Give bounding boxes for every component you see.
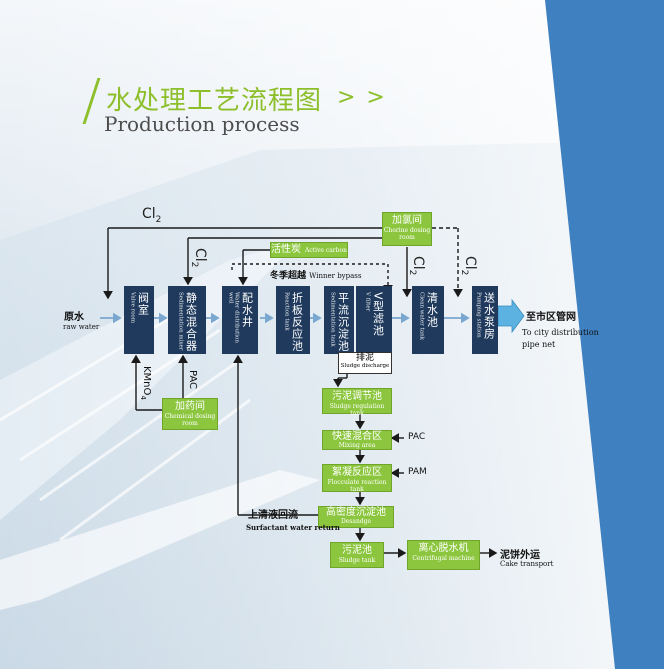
kmno4-label: KMnO4 — [139, 366, 152, 400]
cake-transport-en-label: Cake transport — [500, 560, 554, 568]
supernatant-return-label: 上清液回流 — [248, 510, 298, 521]
city-network-en-2: pipe net — [522, 340, 556, 349]
cl2-top-label: Cl2 — [142, 206, 162, 225]
raw-water-en-label: raw water — [63, 323, 100, 331]
pac-mixer-label: PAC — [187, 370, 198, 390]
pam-label: PAM — [408, 467, 427, 477]
cl2-clearwell-label: Cl2 — [407, 256, 426, 276]
cake-transport-label: 泥饼外运 — [500, 550, 540, 561]
cl2-pump-label: Cl2 — [459, 256, 478, 276]
cl2-mixer-label: Cl2 — [189, 248, 208, 268]
winter-bypass-label: 冬季超越 Winner bypass — [270, 271, 362, 281]
city-network-label: 至市区管网 — [526, 312, 576, 323]
pac-sludge-label: PAC — [408, 432, 426, 442]
raw-water-label: 原水 — [64, 312, 84, 323]
supernatant-return-en-label: Surfactant water return — [246, 523, 340, 532]
page-subtitle: Production process — [104, 112, 300, 136]
city-network-en-1: To city distribution — [522, 328, 599, 337]
sludge-discharge-label: 排泥 Sludge discharge — [338, 352, 392, 374]
page-title: 水处理工艺流程图 — [106, 86, 323, 116]
title-chevrons: > > — [337, 85, 387, 110]
